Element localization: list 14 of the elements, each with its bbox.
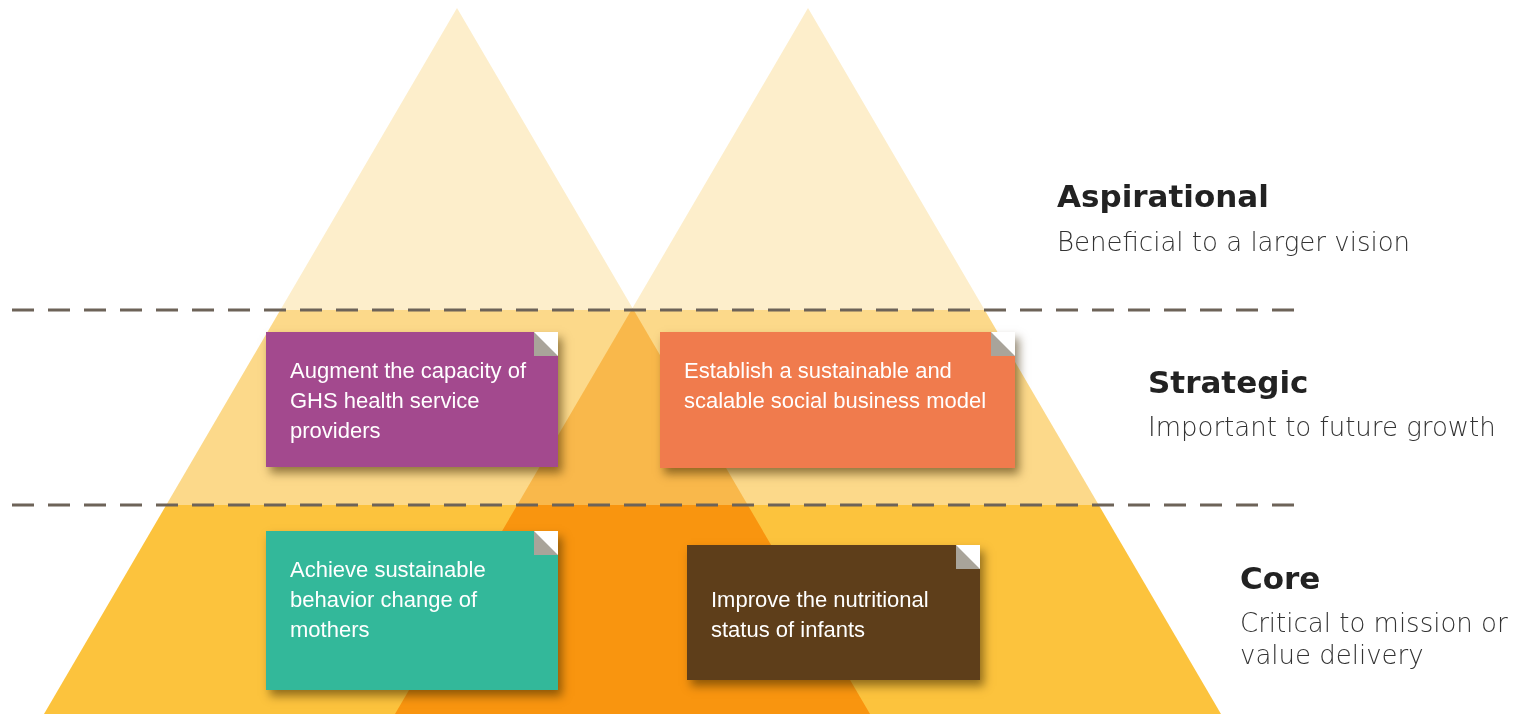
sticky-note [660, 332, 1015, 468]
sticky-note [266, 531, 558, 690]
tier-heading: Core [1240, 560, 1321, 596]
sticky-note [687, 545, 980, 680]
tier-heading: Aspirational [1057, 178, 1269, 214]
note-text: Establish a sustainable and scalable social business model [684, 357, 988, 415]
note-text: Augment the capacity of GHS health service providers [290, 357, 528, 445]
note-text: Achieve sustainable behavior change of mothers [290, 556, 487, 644]
note-text: Improve the nutritional status of infants [711, 586, 930, 644]
tier-description: Important to future growth [1148, 411, 1496, 443]
tier-heading: Strategic [1148, 364, 1309, 400]
tier-description: Critical to mission or value delivery [1240, 607, 1509, 671]
tier-description: Beneficial to a larger vision [1057, 226, 1411, 258]
sticky-note [266, 332, 558, 467]
